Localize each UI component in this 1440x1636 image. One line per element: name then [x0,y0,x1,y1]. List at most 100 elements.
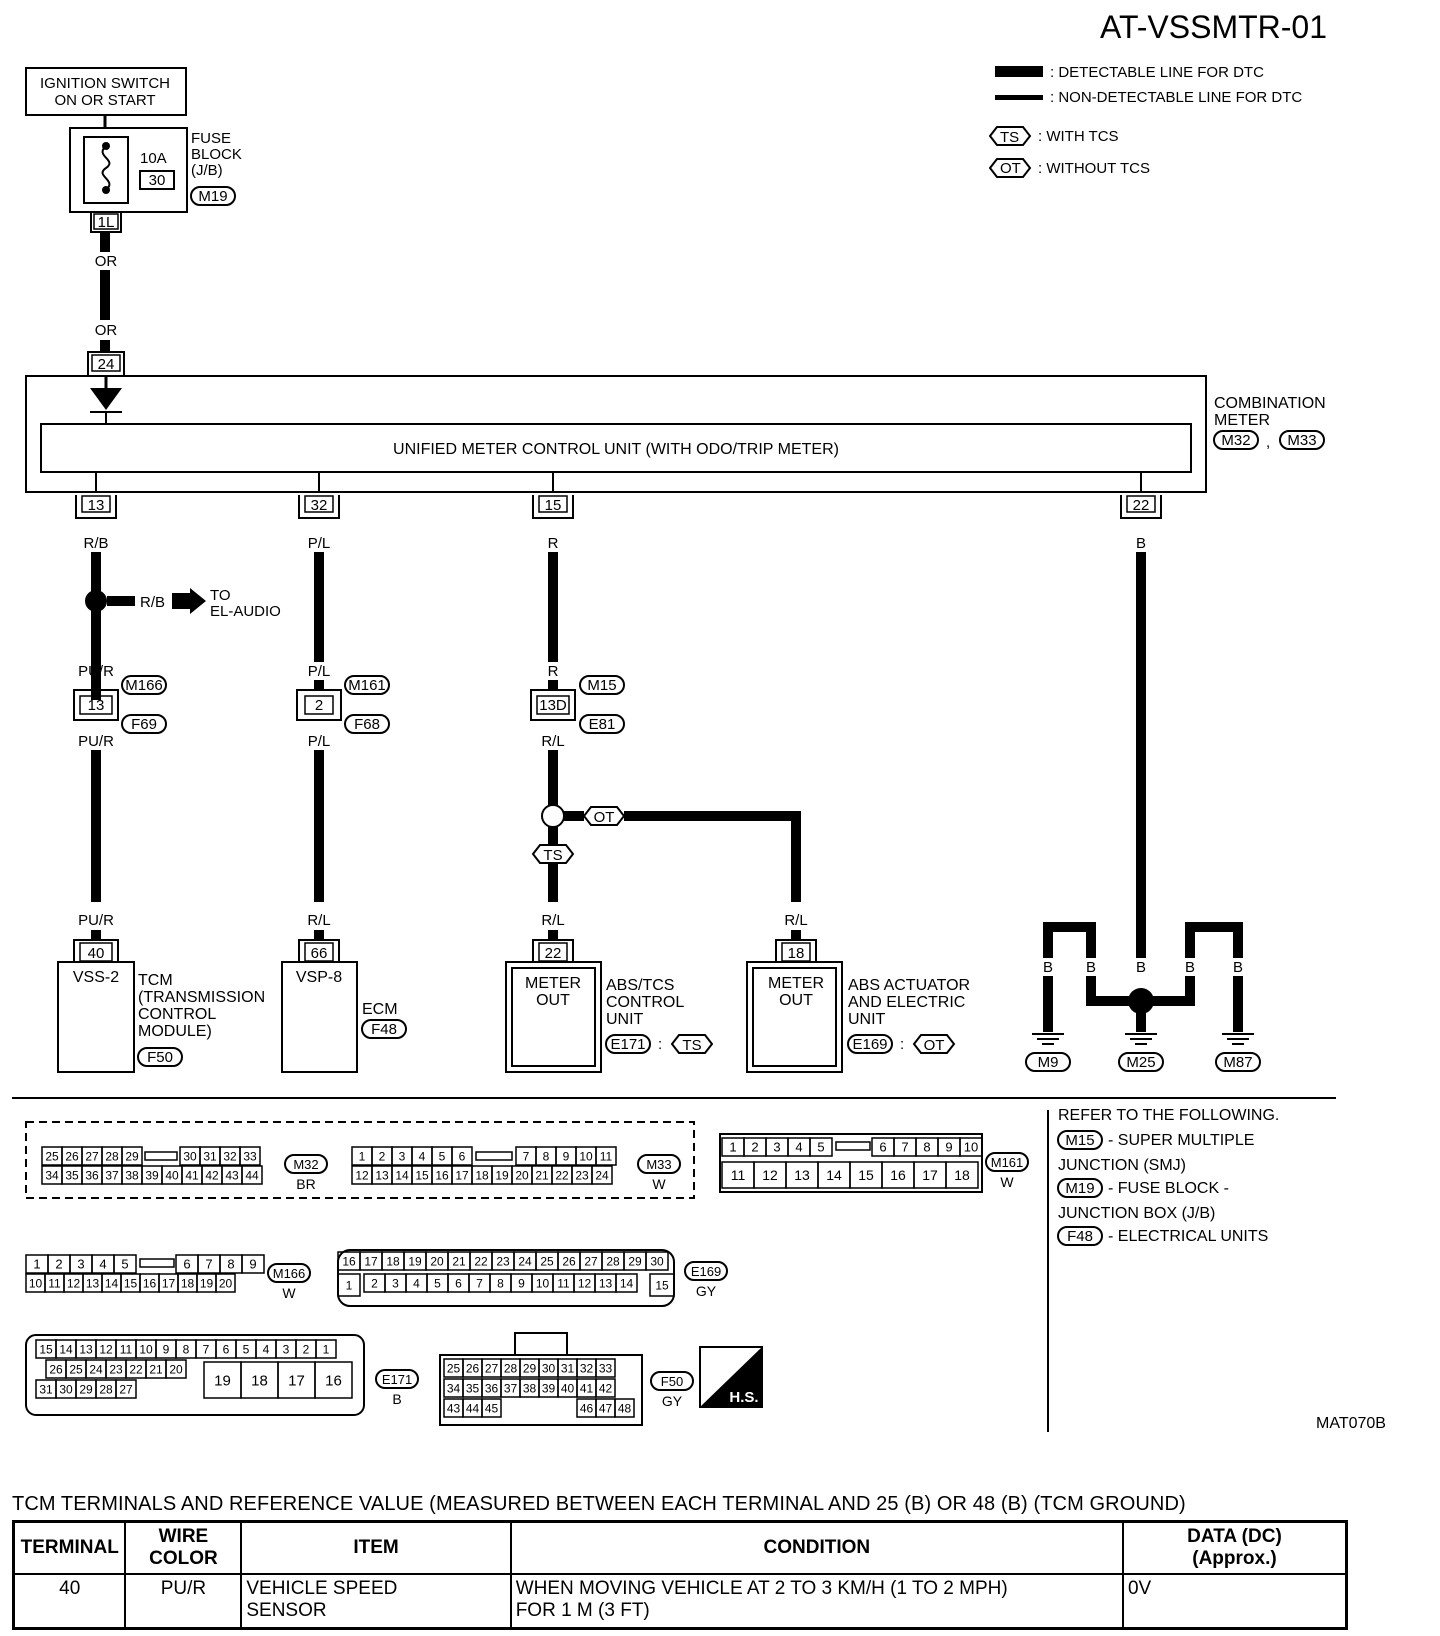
svg-text:UNIT: UNIT [606,1011,644,1028]
pin-cell [945,1161,979,1189]
wiring-diagram: AT-VSSMTR-01 : DETECTABLE LINE FOR DTC :… [12,9,1386,1432]
pin-label: 8 [497,1276,504,1290]
pin-label: 1 [33,1257,40,1272]
pin-label: 45 [485,1401,499,1415]
pin-label: 6 [459,1149,466,1163]
pin-label: 28 [606,1254,620,1268]
pin-label: 11 [120,1342,133,1356]
pin-label: 31 [39,1382,53,1396]
table-title: TCM TERMINALS AND REFERENCE VALUE (MEASU… [12,1493,1186,1515]
pin-label: 29 [523,1361,537,1375]
svg-text:F48: F48 [371,1021,397,1038]
pin-label: 10 [964,1140,978,1155]
pin-label: 28 [99,1382,113,1396]
pin-label: 26 [466,1361,480,1375]
cell-terminal: 40 [12,1573,127,1630]
pin-label: 10 [536,1276,550,1290]
pin-label: 7 [205,1257,212,1272]
connector-name: M166 [273,1266,306,1281]
pin-cell [645,1251,669,1271]
pin-label: 8 [183,1342,190,1356]
pin-label: 15 [415,1168,429,1182]
svg-text:JUNCTION (SMJ): JUNCTION (SMJ) [1058,1157,1186,1174]
pin-label: 30 [650,1254,664,1268]
svg-text:24: 24 [98,356,115,373]
pin-label: 9 [249,1257,256,1272]
svg-text:REFER TO THE FOLLOWING.: REFER TO THE FOLLOWING. [1058,1107,1279,1124]
svg-text:M32: M32 [1221,432,1250,449]
pin-label: 1 [323,1342,330,1356]
pin-label: 26 [562,1254,576,1268]
svg-text:TO: TO [210,587,231,604]
pin-label: 22 [474,1254,488,1268]
pin-label: 8 [923,1140,930,1155]
pin-label: 29 [628,1254,642,1268]
pin-cell [451,1146,473,1166]
svg-text:IGNITION SWITCH: IGNITION SWITCH [40,75,170,92]
refer-notes: REFER TO THE FOLLOWING. M15 - SUPER MULT… [1057,1107,1279,1246]
pin-label: 35 [65,1168,79,1182]
pin-label: 37 [105,1168,119,1182]
svg-text:M33: M33 [1287,432,1316,449]
connector-body [719,1133,983,1193]
pin-label: 14 [395,1168,409,1182]
pin-label: 2 [751,1140,758,1155]
circuit-ecm: P/L P/L 2 M161 F68 P/L R/L 66 VSP-8 ECM … [281,535,407,1073]
svg-text:R: R [548,535,559,552]
pin-label: 11 [557,1276,570,1290]
pin-label: 44 [466,1401,480,1415]
svg-text:JUNCTION BOX (J/B): JUNCTION BOX (J/B) [1058,1205,1215,1222]
svg-text:BLOCK: BLOCK [191,146,242,163]
pin-cell [595,1378,616,1398]
pin-label: 1 [359,1149,366,1163]
svg-text:18: 18 [788,945,805,962]
svg-text:F68: F68 [354,716,380,733]
pin-label: 31 [561,1361,575,1375]
svg-text:B: B [1043,959,1053,976]
pin-label: 9 [518,1276,525,1290]
svg-text:B: B [1136,535,1146,552]
svg-text:OR: OR [95,322,118,339]
svg-text:B: B [1233,959,1243,976]
pin-label: 16 [435,1168,449,1182]
svg-text:ABS/TCS: ABS/TCS [606,977,674,994]
pin-label: 5 [121,1257,128,1272]
hs-mark-label: H.S. [729,1389,758,1406]
connector-tag [650,1371,694,1391]
pin-label: 15 [858,1167,874,1183]
svg-text:PU/R: PU/R [78,912,114,929]
svg-text:(TRANSMISSION: (TRANSMISSION [138,989,265,1006]
svg-text:ON OR START: ON OR START [54,92,155,109]
svg-text:TS: TS [543,847,562,864]
pin-cell [239,1146,261,1166]
pin-label: 7 [476,1276,483,1290]
connector-color: W [282,1285,296,1301]
legend: : DETECTABLE LINE FOR DTC : NON-DETECTAB… [988,64,1302,178]
svg-text:13: 13 [88,697,105,714]
pin-label: 25 [69,1362,83,1376]
svg-text:F69: F69 [131,716,157,733]
svg-text:: WITH TCS: : WITH TCS [1038,128,1119,145]
svg-text:E81: E81 [589,716,616,733]
pin-label: 24 [89,1362,103,1376]
pin-label: 30 [542,1361,556,1375]
ignition-switch: IGNITION SWITCH ON OR START [25,67,187,116]
pin-label: 24 [518,1254,532,1268]
pin-label: 12 [762,1167,778,1183]
pin-cell [121,1146,143,1166]
pin-label: 19 [408,1254,422,1268]
svg-text:M9: M9 [1038,1054,1059,1071]
svg-text:B: B [1086,959,1096,976]
pin-label: 3 [77,1257,84,1272]
connector-name: E171 [382,1372,412,1387]
svg-text:B: B [1136,959,1146,976]
svg-text:: WITHOUT TCS: : WITHOUT TCS [1038,160,1150,177]
pin-label: 4 [263,1342,270,1356]
pin-label: 12 [578,1276,592,1290]
svg-text:TS: TS [682,1037,701,1054]
cell-wire: PU/R [124,1573,243,1630]
pin-label: 13 [375,1168,389,1182]
connector-tag [267,1263,311,1283]
